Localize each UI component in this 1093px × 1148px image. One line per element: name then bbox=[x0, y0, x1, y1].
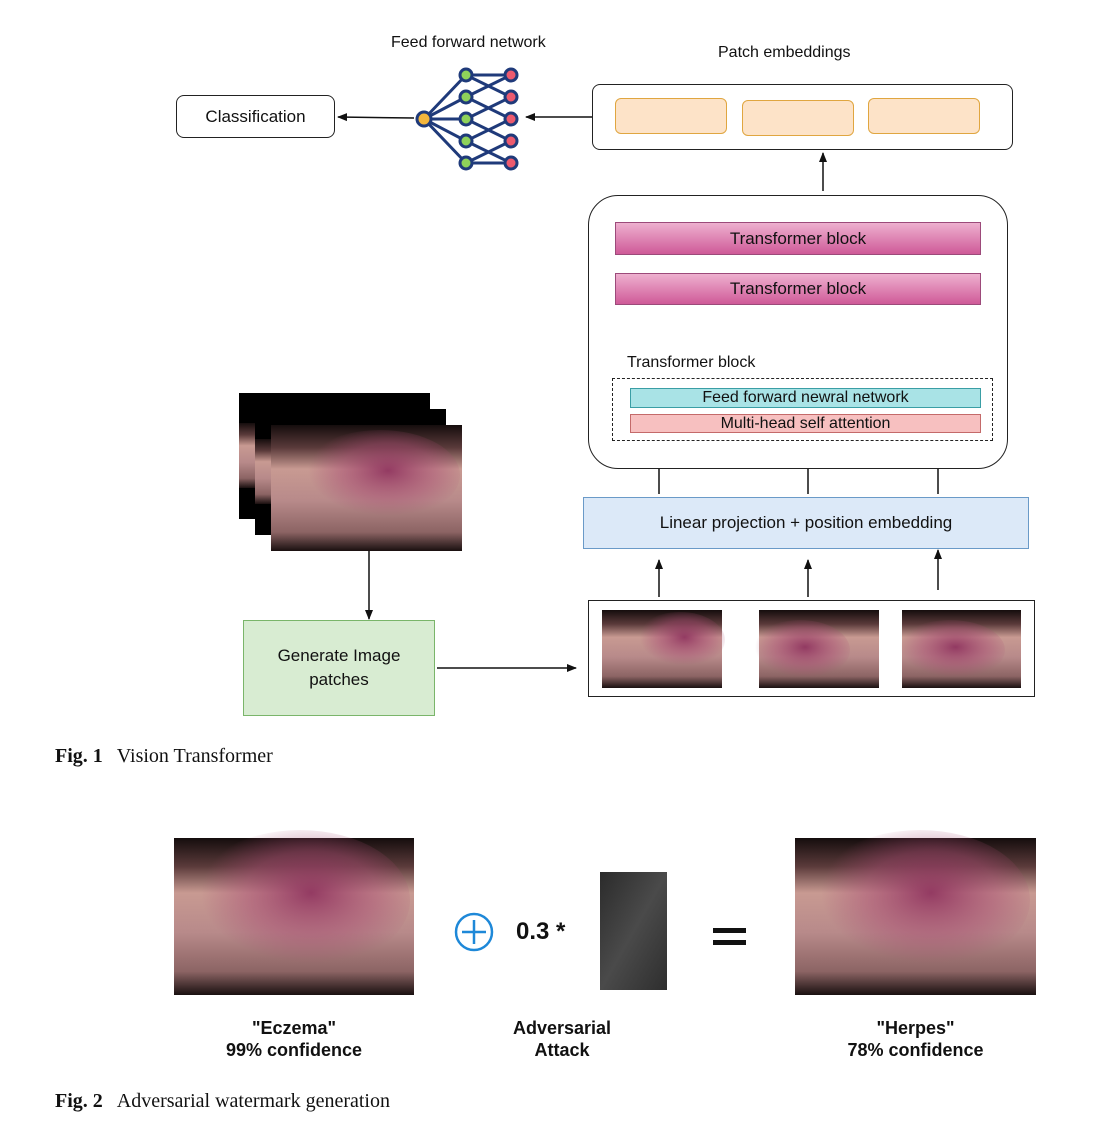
herpes-label-line1: "Herpes" bbox=[876, 1018, 955, 1038]
fig1-caption-number: Fig. 1 bbox=[55, 745, 103, 767]
eczema-label-line1: "Eczema" bbox=[251, 1018, 337, 1038]
linear-projection-box: Linear projection + position embedding bbox=[583, 497, 1029, 549]
patch-embeddings-container bbox=[592, 84, 1013, 150]
image-patches bbox=[602, 610, 1021, 688]
ffn-title: Feed forward network bbox=[391, 34, 546, 51]
fig1-caption: Fig. 1 Vision Transformer bbox=[55, 745, 273, 768]
mhsa-layer: Multi-head self attention bbox=[630, 414, 981, 433]
classification-box: Classification bbox=[176, 95, 335, 138]
adversarial-noise-image bbox=[600, 872, 667, 990]
eczema-label: "Eczema" 99% confidence bbox=[174, 1017, 414, 1061]
adversarial-label: Adversarial Attack bbox=[482, 1017, 642, 1061]
equals-icon bbox=[713, 928, 746, 945]
fig1-caption-text: Vision Transformer bbox=[116, 745, 273, 767]
adversarial-label-line1: Adversarial bbox=[512, 1018, 612, 1038]
fig2-caption: Fig. 2 Adversarial watermark generation bbox=[55, 1090, 390, 1113]
scale-factor: 0.3 * bbox=[516, 918, 566, 945]
patch-embeddings-title: Patch embeddings bbox=[718, 44, 851, 61]
patch-embedding-1 bbox=[615, 98, 727, 134]
herpes-label: "Herpes" 78% confidence bbox=[795, 1017, 1036, 1061]
transformer-block-2: Transformer block bbox=[615, 273, 981, 305]
transformer-block-1: Transformer block bbox=[615, 222, 981, 255]
patch-embedding-3 bbox=[868, 98, 980, 134]
eczema-label-line2: 99% confidence bbox=[225, 1040, 363, 1060]
adversarial-label-line2: Attack bbox=[534, 1040, 590, 1060]
herpes-image bbox=[795, 830, 1036, 995]
plus-icon bbox=[454, 912, 494, 952]
arrow-ffn-to-classification bbox=[337, 113, 415, 122]
ffn-layer: Feed forward newral network bbox=[630, 388, 981, 408]
transformer-block-detail bbox=[612, 378, 993, 441]
feed-forward-network-icon bbox=[415, 67, 519, 171]
fig2-caption-text: Adversarial watermark generation bbox=[116, 1090, 390, 1112]
generate-patches-box: Generate Image patches bbox=[243, 620, 435, 716]
patch-embedding-2 bbox=[742, 100, 854, 136]
eczema-image bbox=[174, 830, 414, 995]
transformer-block-label: Transformer block bbox=[627, 354, 756, 371]
herpes-label-line2: 78% confidence bbox=[847, 1040, 984, 1060]
fig2-caption-number: Fig. 2 bbox=[55, 1090, 103, 1112]
input-image-stack bbox=[239, 393, 462, 551]
patches-row-container bbox=[588, 600, 1035, 697]
